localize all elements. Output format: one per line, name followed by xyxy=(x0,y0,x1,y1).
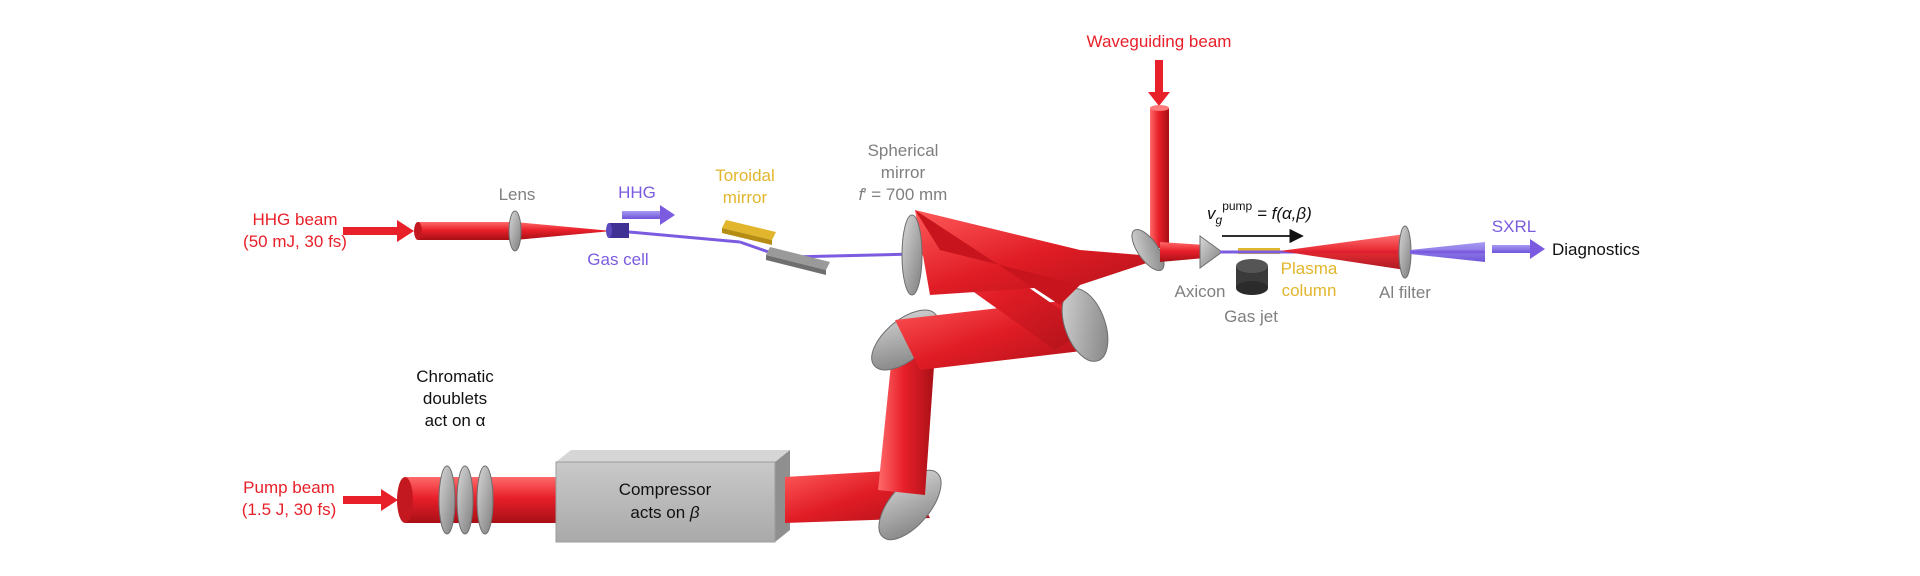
al-filter-label: Al filter xyxy=(1379,283,1431,302)
hhg-drive-beam xyxy=(418,222,510,240)
hhg-beam-label: HHG beam xyxy=(252,210,337,229)
waveguiding-mirror xyxy=(1131,229,1165,271)
pump-input-arrow xyxy=(343,489,398,511)
diverging-pump-cone xyxy=(1280,234,1405,270)
gas-jet-label: Gas jet xyxy=(1224,307,1278,326)
pump-beam-main xyxy=(915,210,1165,295)
group-velocity-label: vgpump = f(α,β) xyxy=(1207,199,1312,227)
hhg-input-arrow xyxy=(343,220,414,242)
plasma-column-label-1: Plasma xyxy=(1281,259,1338,278)
gas-cell-label: Gas cell xyxy=(587,250,648,269)
hhg-beam-spec: (50 mJ, 30 fs) xyxy=(243,232,347,251)
lens xyxy=(508,210,522,252)
turning-mirror-bottom xyxy=(878,469,942,541)
beam-to-axicon xyxy=(1160,242,1205,262)
waveguiding-beam-label: Waveguiding beam xyxy=(1087,32,1232,51)
pump-beam-spec: (1.5 J, 30 fs) xyxy=(242,500,336,519)
gas-jet xyxy=(1236,259,1268,295)
plasma-column-label-2: column xyxy=(1282,281,1337,300)
compressor xyxy=(555,450,790,543)
pump-beam-vertical xyxy=(878,345,935,495)
hhg-focus-cone xyxy=(510,222,612,240)
gas-cell xyxy=(606,223,629,238)
spherical-mirror-label-2: mirror xyxy=(881,163,926,182)
hhg-harmonic-beam-1 xyxy=(628,230,741,244)
axicon-label: Axicon xyxy=(1174,282,1225,301)
hhg-label: HHG xyxy=(618,183,656,202)
chromatic-doublets-label-1: Chromatic xyxy=(416,367,494,386)
compressor-label-2: acts on β xyxy=(630,503,700,522)
waveguiding-beam xyxy=(1150,108,1169,248)
sxrl-label: SXRL xyxy=(1492,217,1536,236)
lens-label: Lens xyxy=(499,185,536,204)
toroidal-mirror-label-1: Toroidal xyxy=(715,166,775,185)
diagnostics-label: Diagnostics xyxy=(1552,240,1640,259)
toroidal-mirror xyxy=(722,220,830,275)
spherical-mirror xyxy=(901,214,923,296)
spherical-mirror-focal: f′ = 700 mm xyxy=(859,185,948,204)
hhg-harmonic-beam-3 xyxy=(789,252,916,259)
chromatic-doublets-label-2: doublets xyxy=(423,389,487,408)
toroidal-mirror-label-2: mirror xyxy=(723,188,768,207)
compressor-label-1: Compressor xyxy=(619,480,712,499)
waveguiding-input-arrow xyxy=(1148,60,1170,106)
sxrl-output-arrow xyxy=(1492,239,1545,259)
pump-beam-label: Pump beam xyxy=(243,478,335,497)
hhg-direction-arrow xyxy=(622,205,675,225)
axicon xyxy=(1199,235,1223,269)
chromatic-doublets xyxy=(438,465,494,535)
chromatic-doublets-label-3: act on α xyxy=(425,411,486,430)
spherical-mirror-label-1: Spherical xyxy=(868,141,939,160)
al-filter xyxy=(1398,225,1412,279)
